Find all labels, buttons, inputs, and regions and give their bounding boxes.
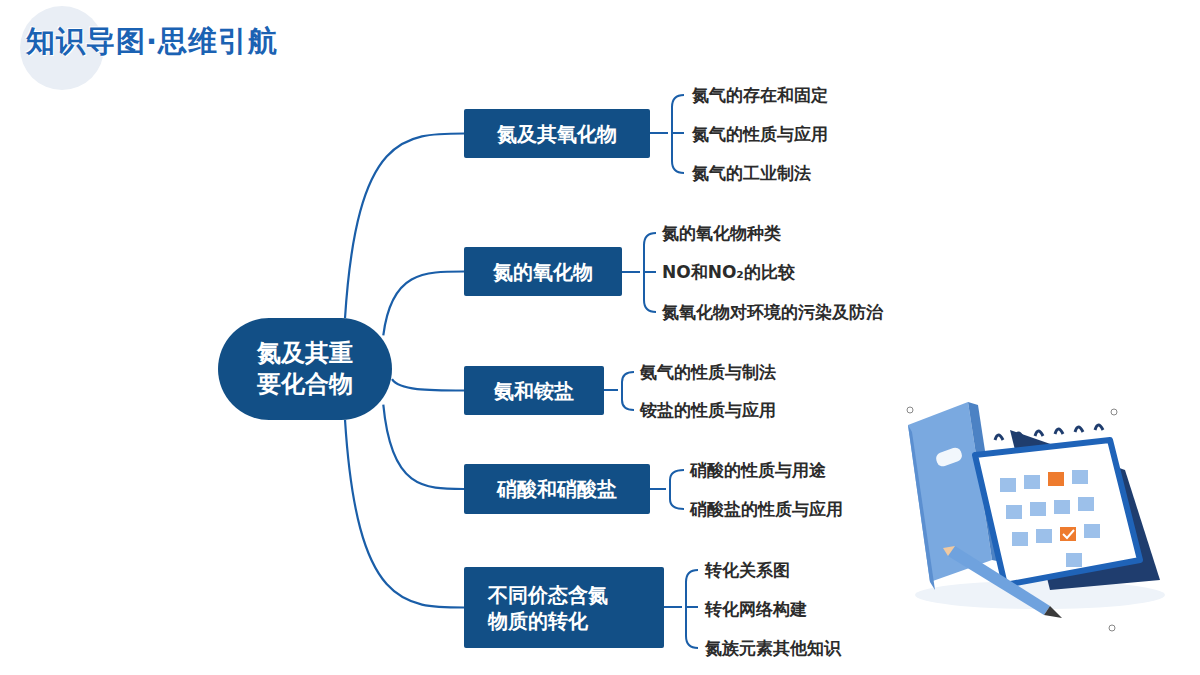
node-text: 氮及其氧化物 <box>497 121 617 147</box>
subtopic-text: 氨气的性质与制法 <box>640 362 776 382</box>
bracket <box>664 570 698 648</box>
subtopic-text: 转化网络构建 <box>705 599 807 619</box>
branch-connector <box>345 134 464 319</box>
topic-box: 氮及其氧化物 <box>464 109 650 158</box>
branch-connector <box>383 405 464 489</box>
subtopic-text: 氮族元素其他知识 <box>705 638 841 658</box>
node-text: 硝酸和硝酸盐 <box>497 476 617 502</box>
subtopic-text: 转化关系图 <box>705 560 790 580</box>
node-text: 氨和铵盐 <box>494 378 574 404</box>
bracket <box>622 233 656 312</box>
topic-box: 不同价态含氮物质的转化 <box>464 567 664 648</box>
subtopic-text: 氮的氧化物种类 <box>662 223 781 243</box>
subtopic-text: 硝酸盐的性质与应用 <box>690 499 843 519</box>
subtopic-text: NO和NO₂的比较 <box>662 262 795 282</box>
subtopic-text: 铵盐的性质与应用 <box>640 400 776 420</box>
node-text: 氮及其重要化合物 <box>248 338 362 400</box>
bracket <box>650 95 684 173</box>
subtopic-text: 氮气的性质与应用 <box>692 124 828 144</box>
subtopic-text: 氮气的存在和固定 <box>692 85 828 105</box>
branch-connector <box>383 272 464 336</box>
subtopic-text: 氮氧化物对环境的污染及防治 <box>662 302 883 322</box>
node-text: 不同价态含氮物质的转化 <box>488 582 614 634</box>
branch-connector <box>345 420 464 608</box>
book-calendar-illustration <box>907 402 1165 631</box>
node-text: 氮的氧化物 <box>493 259 593 285</box>
branch-connector <box>392 379 464 390</box>
topic-box: 硝酸和硝酸盐 <box>464 464 650 514</box>
topic-box: 氨和铵盐 <box>464 366 604 415</box>
central-topic: 氮及其重要化合物 <box>218 318 392 420</box>
page-title: 知识导图·思维引航 <box>26 22 278 62</box>
subtopic-text: 氮气的工业制法 <box>692 163 811 183</box>
topic-box: 氮的氧化物 <box>464 247 622 296</box>
subtopic-text: 硝酸的性质与用途 <box>690 460 826 480</box>
bracket <box>650 470 684 509</box>
bracket <box>604 372 634 410</box>
